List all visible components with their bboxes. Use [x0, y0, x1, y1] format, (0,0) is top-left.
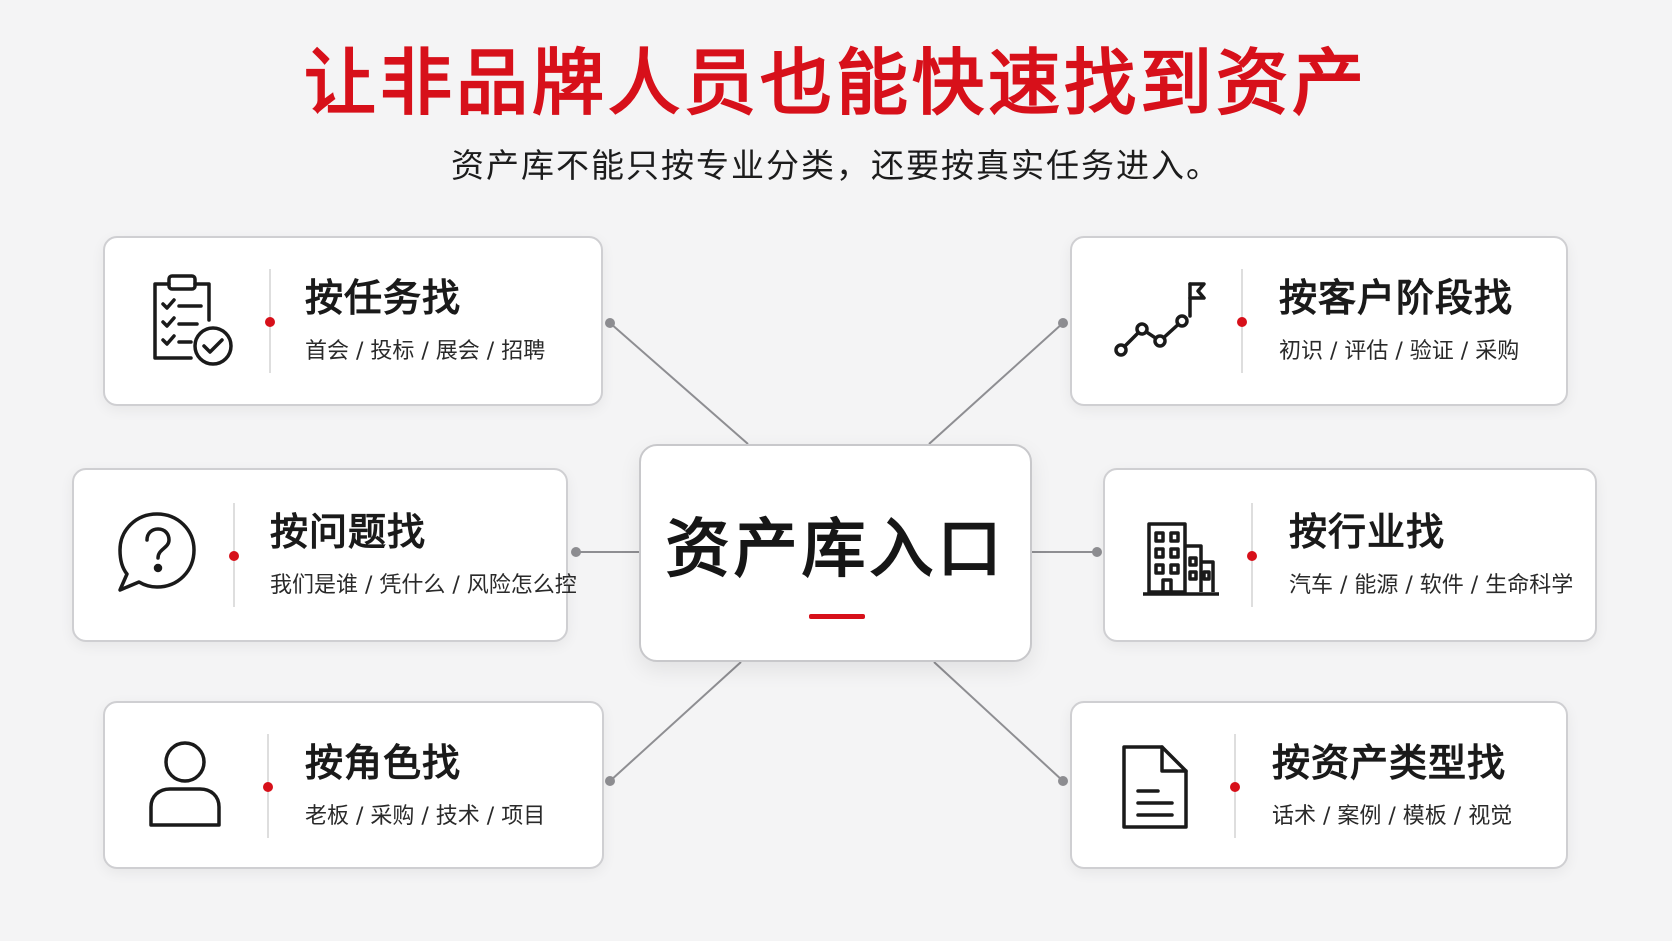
card-tags: 话术 / 案例 / 模板 / 视觉 [1272, 804, 1513, 829]
accent-dot [263, 782, 273, 792]
document-icon [1122, 745, 1188, 829]
card-title: 按任务找 [305, 276, 462, 320]
card-by-industry[interactable]: 按行业找 汽车 / 能源 / 软件 / 生命科学 [1103, 468, 1597, 642]
accent-dot [1230, 782, 1240, 792]
hub-label: 资产库入口 [665, 513, 1006, 587]
card-separator [1247, 503, 1257, 607]
person-icon [149, 741, 221, 827]
card-title: 按资产类型找 [1272, 741, 1507, 785]
card-tags: 汽车 / 能源 / 软件 / 生命科学 [1289, 573, 1574, 598]
connector-dot-asset-type [1058, 776, 1068, 786]
connector-task [609, 322, 749, 445]
card-by-role[interactable]: 按角色找 老板 / 采购 / 技术 / 项目 [103, 701, 604, 869]
connector-asset-type [933, 661, 1064, 782]
accent-dot [265, 317, 275, 327]
hub-underline [809, 614, 865, 619]
connector-role [609, 661, 742, 782]
card-separator [265, 269, 275, 373]
page-subtitle: 资产库不能只按专业分类，还要按真实任务进入。 [451, 146, 1221, 185]
trend-flag-icon [1114, 282, 1206, 357]
accent-dot [1247, 551, 1257, 561]
connector-dot-question [571, 547, 581, 557]
card-by-asset-type[interactable]: 按资产类型找 话术 / 案例 / 模板 / 视觉 [1070, 701, 1568, 869]
card-by-task[interactable]: 按任务找 首会 / 投标 / 展会 / 招聘 [103, 236, 603, 406]
card-separator [1237, 269, 1247, 373]
card-tags: 首会 / 投标 / 展会 / 招聘 [305, 339, 546, 364]
card-tags: 我们是谁 / 凭什么 / 风险怎么控 [270, 573, 577, 598]
card-title: 按行业找 [1289, 510, 1446, 554]
question-bubble-icon [118, 512, 196, 592]
connector-stage [928, 322, 1064, 445]
connector-dot-task [605, 318, 615, 328]
card-tags: 初识 / 评估 / 验证 / 采购 [1279, 339, 1520, 364]
clipboard-check-icon [153, 274, 233, 366]
accent-dot [1237, 317, 1247, 327]
connector-dot-industry [1092, 547, 1102, 557]
connector-dot-stage [1058, 318, 1068, 328]
card-title: 按客户阶段找 [1279, 276, 1514, 320]
card-title: 按问题找 [270, 510, 427, 554]
page-title: 让非品牌人员也能快速找到资产 [303, 41, 1368, 125]
buildings-icon [1143, 522, 1219, 596]
accent-dot [229, 551, 239, 561]
card-by-question[interactable]: 按问题找 我们是谁 / 凭什么 / 风险怎么控 [72, 468, 577, 642]
card-separator [263, 734, 273, 838]
card-tags: 老板 / 采购 / 技术 / 项目 [305, 804, 546, 829]
card-separator [1230, 734, 1240, 838]
asset-library-entry-hub[interactable]: 资产库入口 [639, 444, 1032, 662]
card-separator [229, 503, 239, 607]
card-by-customer-stage[interactable]: 按客户阶段找 初识 / 评估 / 验证 / 采购 [1070, 236, 1568, 406]
card-title: 按角色找 [305, 741, 462, 785]
connector-dot-role [605, 776, 615, 786]
